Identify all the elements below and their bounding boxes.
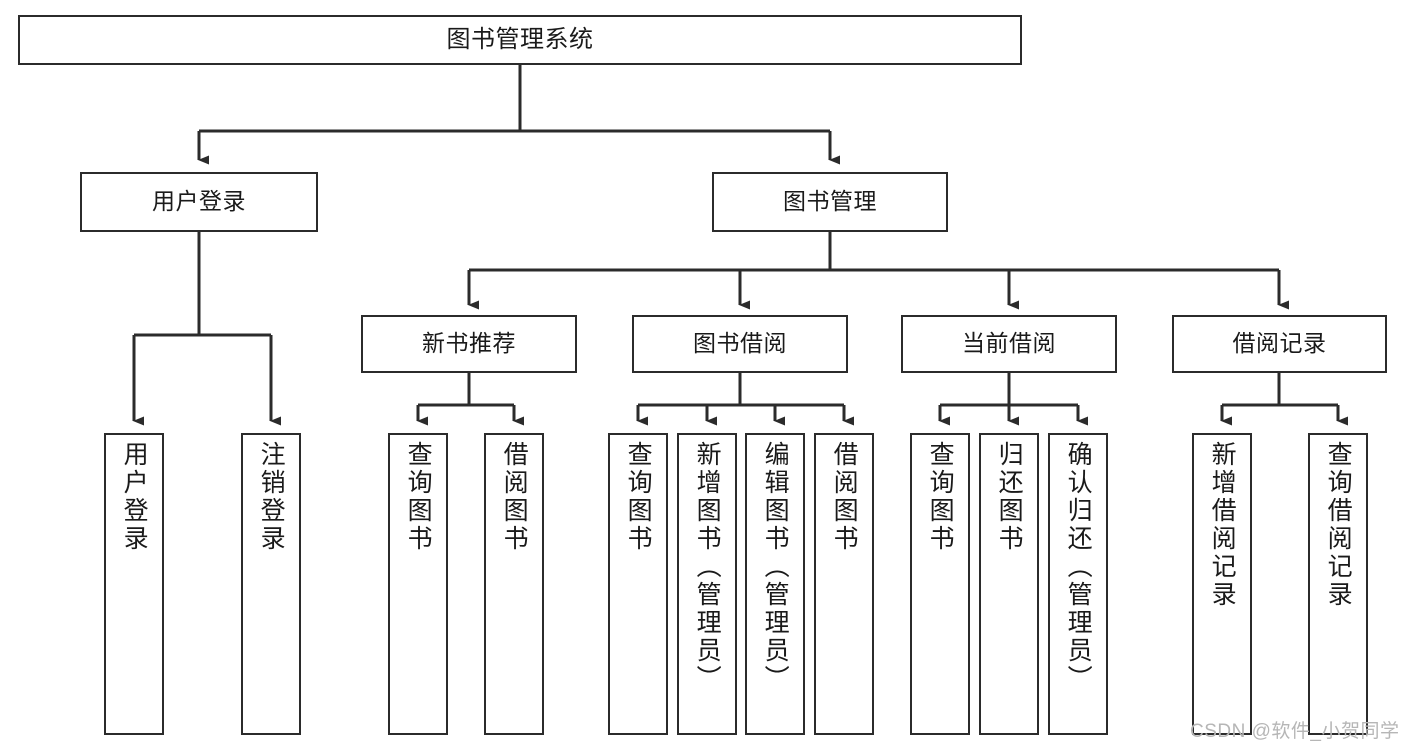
leaf-book-borrow-add-book-admin[interactable]: 新增图书（管理员） (677, 433, 737, 735)
node-current-borrow[interactable]: 当前借阅 (901, 315, 1117, 373)
node-label: 用户登录 (152, 188, 246, 215)
node-label: 编辑图书（管理员） (761, 441, 790, 693)
node-label: 查询借阅记录 (1324, 441, 1353, 609)
leaf-new-book-query-book[interactable]: 查询图书 (388, 433, 448, 735)
leaf-borrow-record-add-record[interactable]: 新增借阅记录 (1192, 433, 1252, 735)
node-label: 借阅记录 (1232, 330, 1327, 357)
node-label: 新书推荐 (422, 330, 516, 357)
node-book-management[interactable]: 图书管理 (712, 172, 948, 232)
leaf-user-login-login[interactable]: 用户登录 (104, 433, 164, 735)
leaf-current-borrow-confirm-return-admin[interactable]: 确认归还（管理员） (1048, 433, 1108, 735)
csdn-watermark: CSDN @软件_小贺同学 (1190, 721, 1400, 742)
leaf-book-borrow-query-book[interactable]: 查询图书 (608, 433, 668, 735)
leaf-current-borrow-query-book[interactable]: 查询图书 (910, 433, 970, 735)
node-root-book-management-system[interactable]: 图书管理系统 (18, 15, 1022, 65)
node-label: 图书管理 (783, 188, 877, 215)
node-label: 注销登录 (257, 441, 286, 553)
node-borrow-record[interactable]: 借阅记录 (1172, 315, 1387, 373)
node-label: 图书管理系统 (446, 25, 594, 53)
leaf-user-login-logout[interactable]: 注销登录 (241, 433, 301, 735)
node-label: 新增图书（管理员） (693, 441, 722, 693)
leaf-book-borrow-borrow-book[interactable]: 借阅图书 (814, 433, 874, 735)
node-label: 用户登录 (120, 441, 149, 553)
leaf-borrow-record-query-record[interactable]: 查询借阅记录 (1308, 433, 1368, 735)
node-label: 确认归还（管理员） (1064, 441, 1093, 693)
node-label: 新增借阅记录 (1208, 441, 1237, 609)
node-user-login[interactable]: 用户登录 (80, 172, 318, 232)
node-label: 归还图书 (995, 441, 1024, 553)
node-label: 借阅图书 (500, 441, 529, 553)
leaf-new-book-borrow-book[interactable]: 借阅图书 (484, 433, 544, 735)
leaf-book-borrow-edit-book-admin[interactable]: 编辑图书（管理员） (745, 433, 805, 735)
node-new-book-recommend[interactable]: 新书推荐 (361, 315, 577, 373)
node-label: 查询图书 (926, 441, 955, 553)
node-label: 借阅图书 (830, 441, 859, 553)
node-label: 查询图书 (404, 441, 433, 553)
node-label: 当前借阅 (962, 330, 1056, 357)
node-label: 查询图书 (624, 441, 653, 553)
leaf-current-borrow-return-book[interactable]: 归还图书 (979, 433, 1039, 735)
node-label: 图书借阅 (693, 330, 787, 357)
node-book-borrow[interactable]: 图书借阅 (632, 315, 848, 373)
